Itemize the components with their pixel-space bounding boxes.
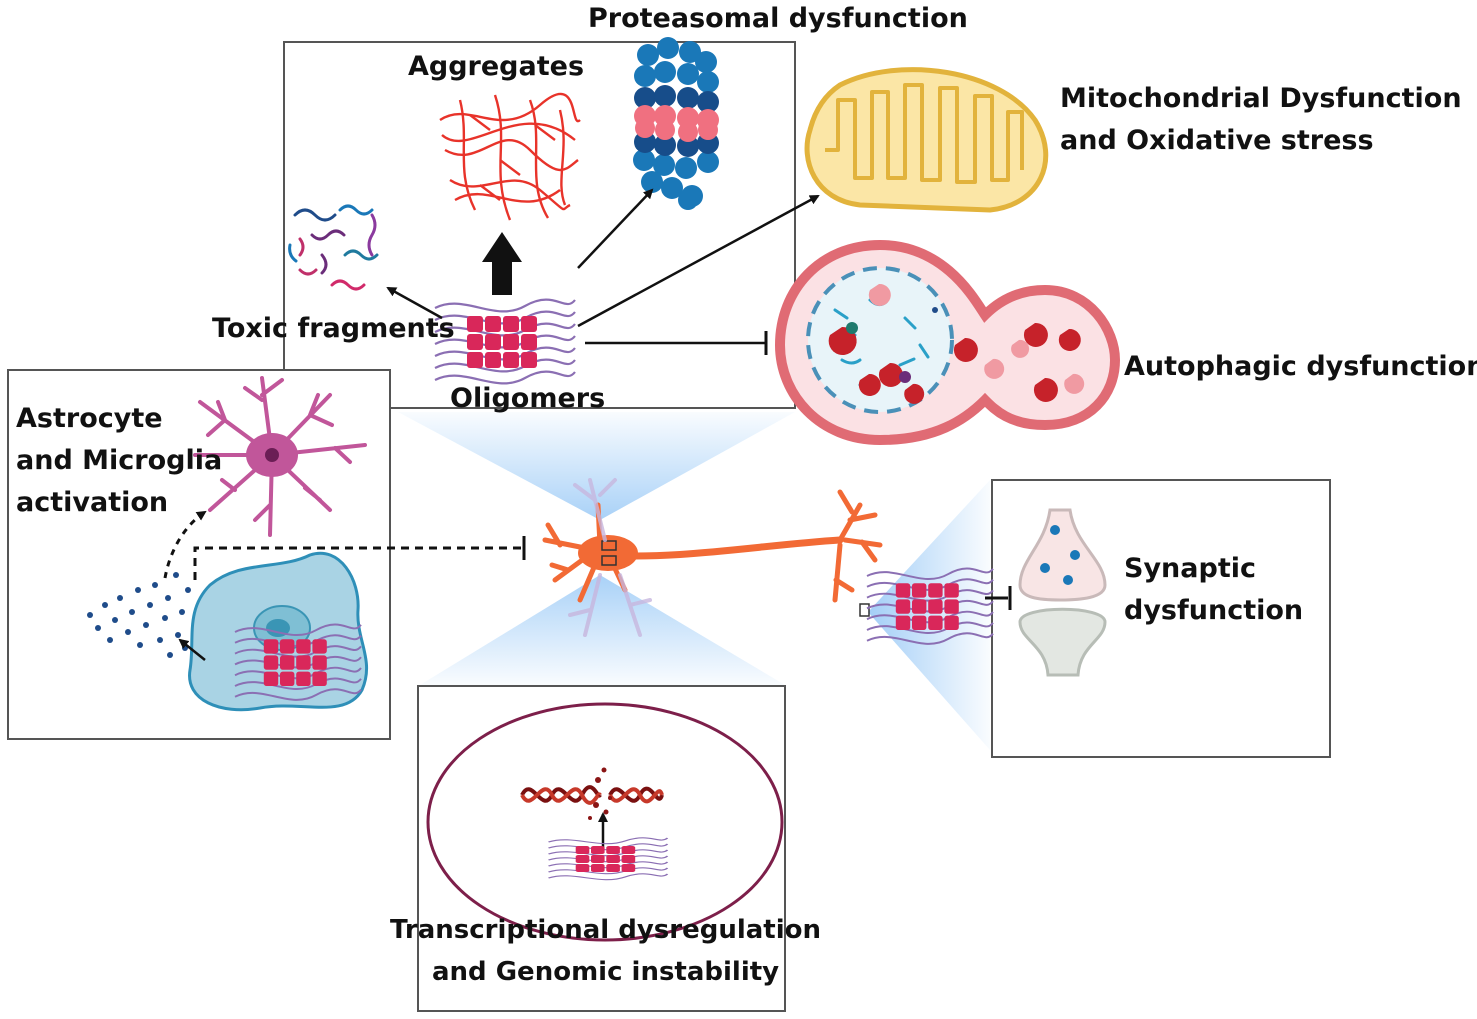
toxic-fragments-icon xyxy=(288,204,379,291)
dna-icon xyxy=(520,785,664,805)
aggregate-network-icon xyxy=(439,92,581,221)
mitochondrion-icon xyxy=(804,67,1049,213)
arrow-to-toxic-fragments xyxy=(386,286,443,320)
focus-beam-top xyxy=(398,412,795,520)
label-glia-line3: activation xyxy=(16,487,169,518)
label-mitochondrial-line1: Mitochondrial Dysfunction xyxy=(1060,83,1462,114)
label-transcription-line1: Transcriptional dysregulation xyxy=(390,915,821,945)
label-autophagic-dysfunction: Autophagic dysfunction xyxy=(1124,351,1477,382)
label-oligomers: Oligomers xyxy=(450,383,606,414)
label-glia-line2: and Microglia xyxy=(16,445,223,476)
synapse-icon xyxy=(1018,508,1107,677)
arrow-to-proteasome xyxy=(577,188,654,269)
dotted-arrow-to-astrocyte xyxy=(163,510,207,579)
label-transcription-line2: and Genomic instability xyxy=(432,957,780,987)
neuron-faded-dendrites-icon xyxy=(568,478,652,637)
nucleus-icon xyxy=(426,702,784,942)
oligomer-icon xyxy=(433,298,577,385)
autophagosome-icon xyxy=(774,239,1121,446)
arrow-cell-to-particles xyxy=(178,638,206,661)
proteasome-icon xyxy=(633,37,719,210)
aggregates-thick-arrow xyxy=(482,232,522,295)
focus-beam-bottom xyxy=(420,575,785,685)
label-synaptic-line1: Synaptic xyxy=(1124,553,1256,584)
label-toxic-fragments: Toxic fragments xyxy=(212,313,455,344)
label-aggregates: Aggregates xyxy=(408,51,585,82)
label-glia-line1: Astrocyte xyxy=(16,403,163,434)
cytokine-particles-icon xyxy=(87,572,191,658)
label-proteasomal-dysfunction: Proteasomal dysfunction xyxy=(588,3,968,34)
dashed-inhibit-line xyxy=(193,546,522,580)
focus-beam-right xyxy=(868,480,990,750)
neuron-icon xyxy=(542,489,883,617)
label-synaptic-line2: dysfunction xyxy=(1124,595,1304,626)
label-mitochondrial-line2: and Oxidative stress xyxy=(1060,125,1374,156)
arrow-to-mitochondrion xyxy=(577,194,820,328)
astrocyte-icon xyxy=(193,376,367,537)
oligomer-panel xyxy=(283,41,796,409)
